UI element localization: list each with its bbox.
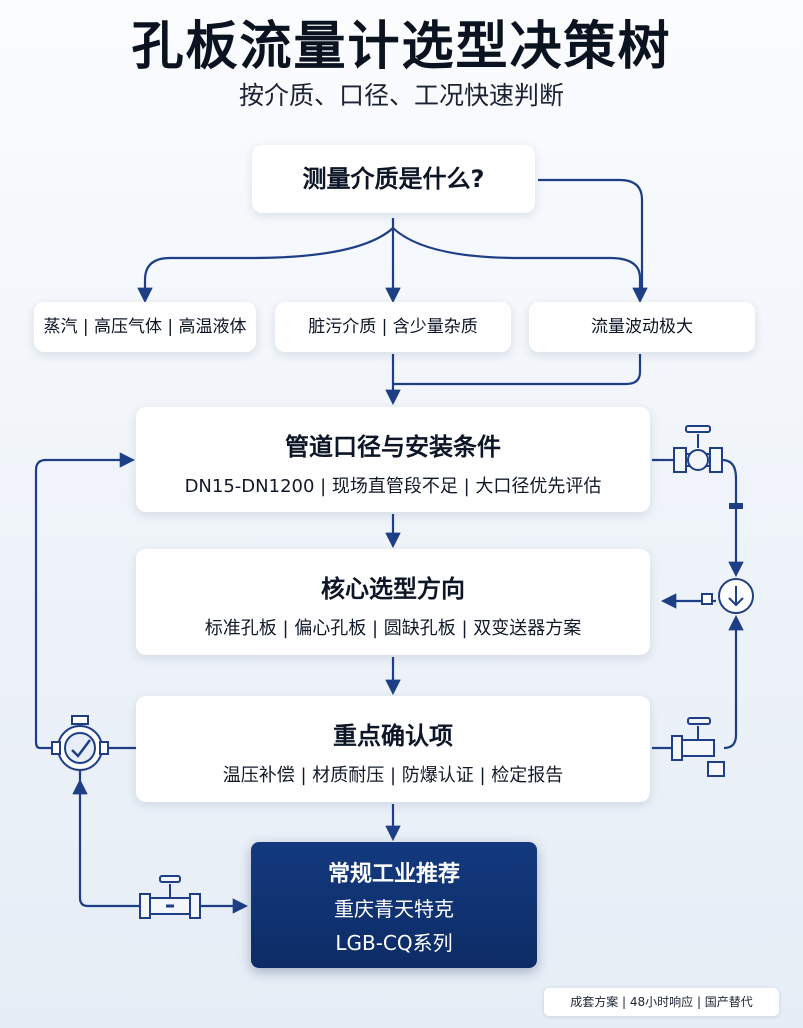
stage-title: 核心选型方向 <box>321 575 465 603</box>
stage-detail: 温压补偿 | 材质耐压 | 防爆认证 | 检定报告 <box>222 765 564 786</box>
stage-title: 管道口径与安装条件 <box>285 433 501 461</box>
recommendation-company: 重庆青天特克 <box>334 897 454 921</box>
stage-key-checks: 重点确认项 温压补偿 | 材质耐压 | 防爆认证 | 检定报告 <box>136 696 650 802</box>
option-large-fluctuation[interactable]: 流量波动极大 <box>529 302 755 352</box>
stage-title: 重点确认项 <box>333 722 453 750</box>
valve-icon <box>671 717 725 777</box>
footer-tagline: 成套方案 | 48小时响应 | 国产替代 <box>544 988 779 1016</box>
option-steam-gas-liquid[interactable]: 蒸汽 | 高压气体 | 高温液体 <box>34 302 256 352</box>
flow-arrow-icon <box>701 578 754 614</box>
option-dirty-medium[interactable]: 脏污介质 | 含少量杂质 <box>275 302 511 352</box>
stage-detail: 标准孔板 | 偏心孔板 | 圆缺孔板 | 双变送器方案 <box>204 618 582 639</box>
stage-detail: DN15-DN1200 | 现场直管段不足 | 大口径优先评估 <box>184 476 602 497</box>
question-box: 测量介质是什么? <box>252 145 535 213</box>
page-subtitle: 按介质、口径、工况快速判断 <box>238 81 564 110</box>
recommendation-box[interactable]: 常规工业推荐 重庆青天特克 LGB-CQ系列 <box>251 842 537 968</box>
recommendation-heading: 常规工业推荐 <box>327 862 460 887</box>
stage-pipe-diameter: 管道口径与安装条件 DN15-DN1200 | 现场直管段不足 | 大口径优先评… <box>136 407 650 512</box>
page-title: 孔板流量计选型决策树 <box>131 17 672 77</box>
valve-icon <box>673 425 743 509</box>
pressure-gauge-icon <box>51 715 109 771</box>
stage-core-direction: 核心选型方向 标准孔板 | 偏心孔板 | 圆缺孔板 | 双变送器方案 <box>136 549 650 655</box>
pipe-valve-icon <box>139 875 201 919</box>
recommendation-model: LGB-CQ系列 <box>335 931 453 955</box>
